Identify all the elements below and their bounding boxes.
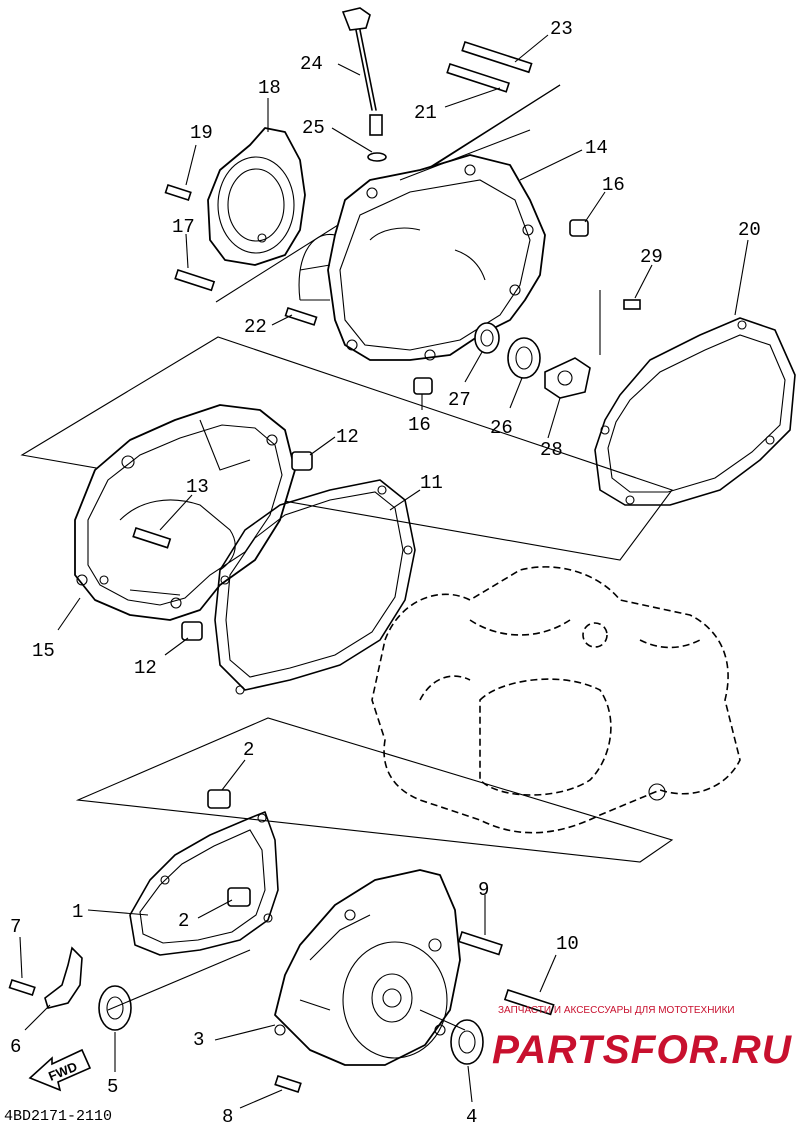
callout-1: 1 [72, 901, 83, 923]
callout-25: 25 [302, 117, 325, 139]
callout-6: 6 [10, 1036, 21, 1058]
callout-3: 3 [193, 1029, 204, 1051]
callout-13: 13 [186, 476, 209, 498]
callout-12b: 12 [134, 657, 157, 679]
callout-19: 19 [190, 122, 213, 144]
gasket-crankcase-cover-right [594, 317, 796, 506]
gasket-lower [129, 811, 279, 956]
callout-21: 21 [414, 102, 437, 124]
callout-labels: 23 24 18 21 25 19 14 16 17 20 29 22 27 2… [10, 18, 761, 1125]
callout-29: 29 [640, 246, 663, 268]
gasket-crankcase-cover-left [214, 479, 416, 695]
fwd-arrow-icon: FWD [28, 1048, 92, 1092]
plate-cover [207, 127, 306, 266]
crankcase-outline [371, 566, 741, 834]
callout-10: 10 [556, 933, 579, 955]
callout-9: 9 [478, 879, 489, 901]
callout-14: 14 [585, 137, 608, 159]
callout-28: 28 [540, 439, 563, 461]
callout-2b: 2 [178, 910, 189, 932]
figure-code: 4BD2171-2110 [4, 1108, 112, 1125]
watermark: ЗАПЧАСТИ И АКСЕССУАРЫ ДЛЯ МОТОТЕХНИКИ PA… [492, 1005, 792, 1072]
callout-20: 20 [738, 219, 761, 241]
callout-7: 7 [10, 916, 21, 938]
crankcase-cover-left [74, 404, 296, 621]
callout-26: 26 [490, 417, 513, 439]
callout-8: 8 [222, 1106, 233, 1125]
callout-11: 11 [420, 472, 443, 494]
callout-16a: 16 [602, 174, 625, 196]
callout-27: 27 [448, 389, 471, 411]
generator-cover [274, 869, 461, 1066]
small-parts [8, 7, 641, 1093]
leader-lines [19, 34, 749, 1109]
callout-12a: 12 [336, 426, 359, 448]
callout-23: 23 [550, 18, 573, 40]
callout-22: 22 [244, 316, 267, 338]
callout-16b: 16 [408, 414, 431, 436]
callout-2a: 2 [243, 739, 254, 761]
watermark-tagline: ЗАПЧАСТИ И АКСЕССУАРЫ ДЛЯ МОТОТЕХНИКИ [498, 1005, 735, 1016]
crankcase-cover-right [298, 154, 546, 361]
callout-4: 4 [466, 1106, 477, 1125]
callout-17: 17 [172, 216, 195, 238]
watermark-brand: PARTSFOR.RU [492, 1028, 792, 1072]
callout-15: 15 [32, 640, 55, 662]
callout-24: 24 [300, 53, 323, 75]
callout-5: 5 [107, 1076, 118, 1098]
callout-18: 18 [258, 77, 281, 99]
